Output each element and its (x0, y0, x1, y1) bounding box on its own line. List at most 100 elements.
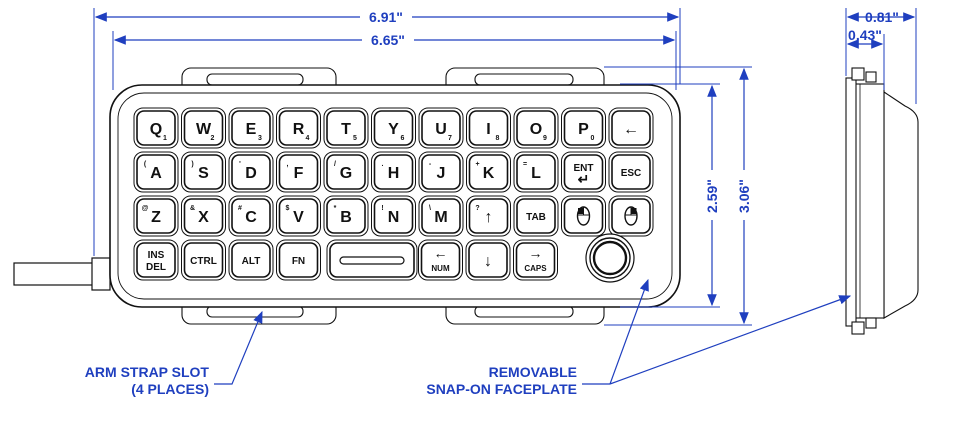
v-key[interactable]: V$ (276, 195, 321, 237)
key-label: C (245, 209, 257, 226)
keyboard-front-view: Q1W2E3R4T5Y6U7I8O9P0←A(S)D'F,G/H.J-K+L=E… (13, 67, 681, 325)
key-label: NUM (431, 264, 450, 273)
key-label: ← (623, 121, 639, 138)
down-arrow-icon: ↓ (484, 253, 492, 270)
g-key[interactable]: G/ (323, 151, 369, 193)
key-label: P (578, 121, 589, 138)
key-secondary-label: 7 (448, 135, 452, 142)
key-label: N (388, 209, 400, 226)
num-left-key[interactable]: ←NUM (418, 239, 463, 281)
z-key[interactable]: Z@ (133, 195, 179, 237)
k-key[interactable]: K+ (466, 151, 511, 193)
ctrl-key[interactable]: CTRL (181, 239, 226, 281)
key-label: J (437, 165, 446, 182)
up-arrow-key[interactable]: ↑? (466, 195, 511, 237)
y-key[interactable]: Y6 (371, 107, 416, 149)
key-label: G (340, 165, 352, 182)
m-key[interactable]: M\ (418, 195, 464, 237)
key-label: D (245, 165, 257, 182)
key-label: FN (292, 256, 305, 267)
trackball[interactable] (585, 233, 635, 283)
b-key[interactable]: B* (323, 195, 369, 237)
key-secondary-label: # (238, 205, 242, 212)
alt-key[interactable]: ALT (228, 239, 274, 281)
key-label: O (530, 121, 542, 138)
p-key[interactable]: P0 (561, 107, 606, 149)
dimension-faceplate-width: 6.65" (112, 30, 677, 90)
x-key[interactable]: X& (181, 195, 226, 237)
faceplate-outline (117, 92, 673, 300)
key-label: DEL (146, 262, 166, 273)
dimension-side-depth: 0.81" (845, 8, 917, 104)
dimension-overall-height: 3.06" (604, 66, 753, 326)
key-label: M (434, 209, 447, 226)
t-key[interactable]: T5 (323, 107, 369, 149)
key-secondary-label: * (334, 205, 337, 212)
o-key[interactable]: O9 (513, 107, 559, 149)
right-mouse-button-icon (624, 206, 638, 226)
key-secondary-label: 1 (163, 135, 167, 142)
ent-key[interactable]: ENT↵ (561, 151, 606, 193)
arm-strap-slot-label-line2: (4 PLACES) (131, 381, 209, 397)
key-secondary-label: 2 (211, 135, 215, 142)
space-bar-key[interactable] (326, 239, 418, 281)
side-depth-label: 0.81" (865, 9, 899, 25)
j-key[interactable]: J- (418, 151, 464, 193)
key-arrow-icon: → (529, 245, 543, 261)
key-secondary-label: ) (191, 161, 193, 168)
key-secondary-label: & (190, 205, 195, 212)
f-key[interactable]: F, (276, 151, 321, 193)
left-mouse-button-key[interactable] (561, 195, 606, 237)
left-arrow-key[interactable]: ← (608, 107, 654, 149)
key-secondary-label: ' (239, 161, 241, 168)
r-key[interactable]: R4 (276, 107, 321, 149)
a-key[interactable]: A( (133, 151, 179, 193)
key-label: F (294, 165, 304, 182)
key-label: TAB (526, 212, 546, 223)
left-mouse-button-icon (576, 206, 591, 226)
key-label: ↑ (485, 209, 493, 226)
key-label: S (198, 165, 209, 182)
u-key[interactable]: U7 (418, 107, 464, 149)
d-key[interactable]: D' (228, 151, 274, 193)
q-key[interactable]: Q1 (133, 107, 179, 149)
key-secondary-label: 6 (401, 135, 405, 142)
keyboard-side-view (845, 67, 919, 335)
esc-key[interactable]: ESC (608, 151, 654, 193)
down-arrow-key[interactable]: ↓ (465, 239, 511, 281)
key-label: T (341, 121, 351, 138)
faceplate-width-label: 6.65" (371, 32, 405, 48)
key-label: CAPS (524, 264, 547, 273)
callout-arm-strap-slot: ARM STRAP SLOT (4 PLACES) (85, 310, 263, 397)
key-label: X (198, 209, 209, 226)
faceplate-height-label: 2.59" (704, 179, 720, 213)
callout-removable-faceplate: REMOVABLE SNAP-ON FACEPLATE (426, 278, 852, 397)
n-key[interactable]: N! (371, 195, 416, 237)
side-faceplate-depth-label: 0.43" (848, 27, 882, 43)
key-label: Y (388, 121, 399, 138)
cable (13, 257, 111, 291)
key-secondary-label: @ (142, 205, 149, 212)
right-mouse-button-key[interactable] (608, 195, 654, 237)
removable-faceplate-label-line1: REMOVABLE (489, 364, 577, 380)
key-label: CTRL (190, 256, 217, 267)
key-secondary-label: 8 (496, 135, 500, 142)
key-label: L (531, 165, 541, 182)
key-label: Z (151, 209, 161, 226)
w-key[interactable]: W2 (181, 107, 226, 149)
fn-key[interactable]: FN (276, 239, 321, 281)
dimension-overall-width: 6.91" (93, 7, 681, 256)
tab-key[interactable]: TAB (513, 195, 559, 237)
c-key[interactable]: C# (228, 195, 274, 237)
i-key[interactable]: I8 (466, 107, 511, 149)
dimension-side-faceplate-depth: 0.43" (846, 27, 885, 90)
s-key[interactable]: S) (181, 151, 226, 193)
key-secondary-label: $ (286, 205, 290, 212)
key-label: I (486, 121, 490, 138)
caps-right-key[interactable]: → CAPS (513, 239, 558, 281)
l-key[interactable]: L= (513, 151, 559, 193)
e-key[interactable]: E3 (228, 107, 274, 149)
h-key[interactable]: H. (371, 151, 416, 193)
